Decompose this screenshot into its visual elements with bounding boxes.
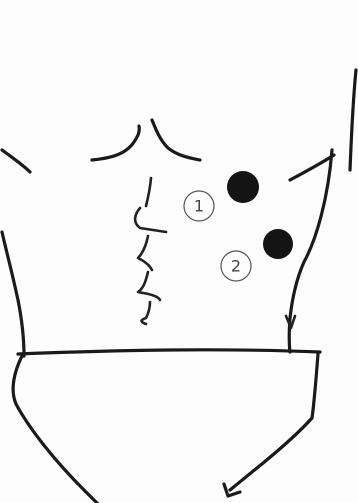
sternum-line	[146, 178, 151, 206]
right-collarbone	[152, 120, 200, 160]
abdominal-midline-3	[138, 272, 160, 300]
marker-2-label: 2	[221, 251, 251, 281]
point-2-dot	[263, 229, 293, 259]
right-torso-outline	[289, 150, 332, 352]
abdominal-midline-4	[142, 302, 151, 324]
right-shoulder-outline	[290, 155, 334, 180]
marker-1-number: 1	[194, 197, 204, 216]
marker-2-number: 2	[231, 257, 241, 276]
waistband-top	[18, 350, 320, 354]
point-1-dot	[227, 171, 259, 203]
left-arm-outline	[2, 232, 24, 356]
garment-left-edge	[13, 356, 100, 503]
left-collarbone	[92, 126, 139, 160]
right-arm-outline	[350, 70, 356, 170]
garment-right-edge	[230, 354, 318, 490]
left-shoulder-outline	[2, 150, 30, 172]
marker-1-label: 1	[184, 191, 214, 221]
abdominal-midline-1	[135, 208, 166, 232]
abdominal-midline-2	[138, 236, 152, 270]
